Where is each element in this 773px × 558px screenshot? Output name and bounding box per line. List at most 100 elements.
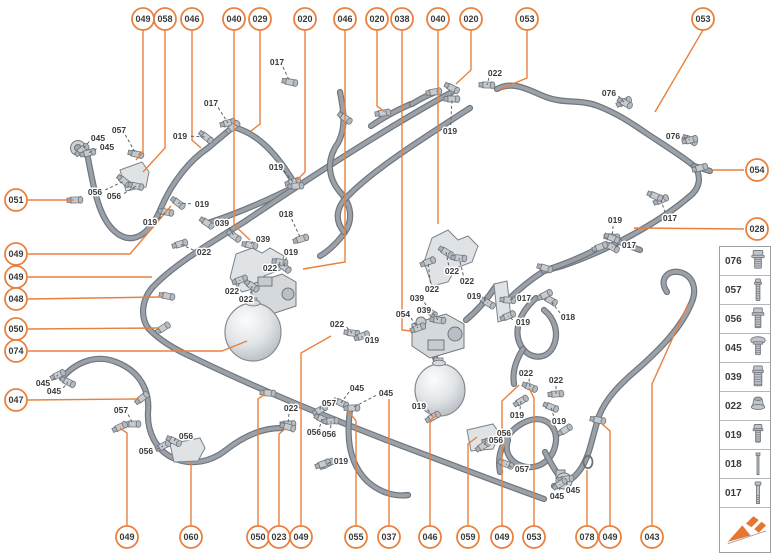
o-ring: [582, 454, 594, 470]
part-number-label: 039: [417, 305, 431, 315]
callout-051[interactable]: 051: [4, 188, 28, 212]
fitting: [279, 422, 297, 433]
callout-049[interactable]: 049: [131, 7, 155, 31]
fitting: [536, 288, 553, 302]
part-number-label: 054: [396, 309, 410, 319]
part-number-label: 022: [284, 403, 298, 413]
callout-040[interactable]: 040: [222, 7, 246, 31]
dashed-leader: [52, 374, 59, 381]
fitting: [542, 401, 560, 413]
legend-item-label: 045: [725, 342, 742, 354]
part-number-label: 019: [334, 456, 348, 466]
callout-label: 059: [460, 532, 475, 542]
legend-item-057[interactable]: 057: [720, 276, 770, 305]
part-number-label: 045: [566, 485, 580, 495]
legend-item-039[interactable]: 039: [720, 363, 770, 392]
callout-049[interactable]: 049: [490, 525, 514, 549]
callout-046[interactable]: 046: [333, 7, 357, 31]
legend-item-056[interactable]: 056: [720, 305, 770, 334]
callout-020[interactable]: 020: [459, 7, 483, 31]
callout-label: 055: [348, 532, 363, 542]
dashed-leader: [87, 148, 97, 154]
part-number-label: 045: [91, 133, 105, 143]
callout-label: 020: [297, 14, 312, 24]
hex-bolt-icon: [752, 423, 764, 443]
callout-059[interactable]: 059: [456, 525, 480, 549]
callout-label: 020: [369, 14, 384, 24]
callout-053[interactable]: 053: [515, 7, 539, 31]
callout-020[interactable]: 020: [365, 7, 389, 31]
callout-label: 049: [494, 532, 509, 542]
leader-line: [455, 30, 472, 85]
part-number-label: 022: [225, 286, 239, 296]
dashed-leader: [190, 135, 207, 138]
callout-050[interactable]: 050: [246, 525, 270, 549]
part-number-label: 018: [279, 209, 293, 219]
callout-053[interactable]: 053: [522, 525, 546, 549]
part-number-label: 017: [270, 57, 284, 67]
fitting: [154, 321, 171, 335]
legend-item-045[interactable]: 045: [720, 334, 770, 363]
callout-028[interactable]: 028: [745, 217, 769, 241]
callout-050[interactable]: 050: [4, 317, 28, 341]
callout-046[interactable]: 046: [418, 525, 442, 549]
leader-line: [135, 30, 144, 161]
callout-078[interactable]: 078: [575, 525, 599, 549]
leader-line: [278, 428, 286, 526]
callout-049[interactable]: 049: [289, 525, 313, 549]
legend-item-018[interactable]: 018: [720, 450, 770, 479]
callout-label: 046: [422, 532, 437, 542]
part-number-label: 019: [467, 291, 481, 301]
part-number-label: 057: [515, 464, 529, 474]
part-number-label: 022: [263, 263, 277, 273]
dashed-leader: [173, 438, 177, 442]
callout-060[interactable]: 060: [179, 525, 203, 549]
callout-053[interactable]: 053: [691, 7, 715, 31]
callout-049[interactable]: 049: [115, 525, 139, 549]
callout-049[interactable]: 049: [598, 525, 622, 549]
callout-029[interactable]: 029: [248, 7, 272, 31]
legend-item-label: 018: [725, 458, 742, 470]
callout-043[interactable]: 043: [640, 525, 664, 549]
leader-line: [28, 340, 248, 352]
callout-020[interactable]: 020: [293, 7, 317, 31]
callout-046[interactable]: 046: [180, 7, 204, 31]
legend-item-019[interactable]: 019: [720, 421, 770, 450]
callout-023[interactable]: 023: [267, 525, 291, 549]
callout-040[interactable]: 040: [426, 7, 450, 31]
flange-nut-icon: [750, 396, 766, 410]
callout-054[interactable]: 054: [745, 158, 769, 182]
callout-048[interactable]: 048: [4, 287, 28, 311]
part-number-label: 019: [608, 215, 622, 225]
callout-049[interactable]: 049: [4, 265, 28, 289]
fitting: [314, 458, 332, 470]
part-number-label: 019: [284, 247, 298, 257]
callout-074[interactable]: 074: [4, 339, 28, 363]
fitting: [591, 241, 609, 253]
part-number-label: 056: [497, 428, 511, 438]
callout-047[interactable]: 047: [4, 388, 28, 412]
callout-label: 050: [8, 324, 23, 334]
callout-055[interactable]: 055: [344, 525, 368, 549]
legend-item-017[interactable]: 017: [720, 479, 770, 508]
dashed-leader: [424, 302, 431, 313]
callout-label: 053: [695, 14, 710, 24]
brand-arrow-logo: [727, 516, 767, 545]
callout-label: 049: [135, 14, 150, 24]
part-number-label: 039: [256, 234, 270, 244]
fitting: [589, 415, 607, 425]
dashed-leader: [283, 257, 287, 268]
callout-049[interactable]: 049: [4, 242, 28, 266]
dashed-leader: [618, 95, 625, 103]
callout-037[interactable]: 037: [377, 525, 401, 549]
leader-line: [633, 227, 745, 230]
callout-038[interactable]: 038: [390, 7, 414, 31]
dashed-leader: [505, 463, 512, 468]
callout-058[interactable]: 058: [153, 7, 177, 31]
legend-item-076[interactable]: 076: [720, 247, 770, 276]
part-number-label: 019: [552, 416, 566, 426]
legend-item-022[interactable]: 022: [720, 392, 770, 421]
